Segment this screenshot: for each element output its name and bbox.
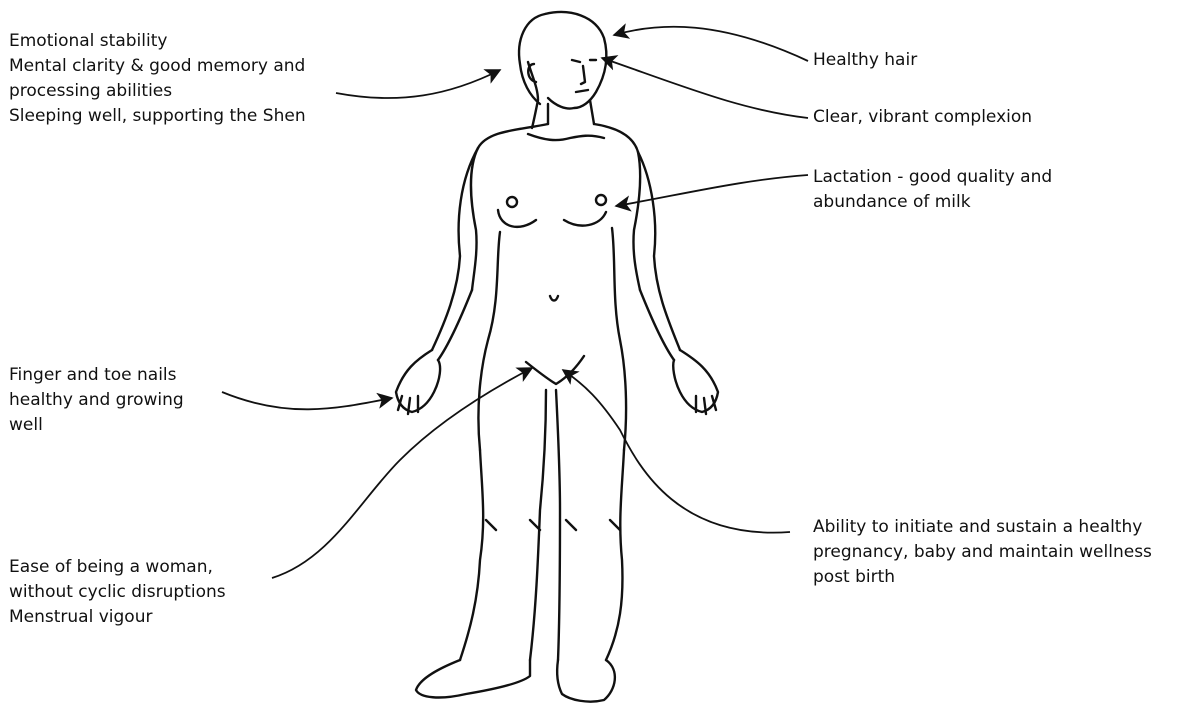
figure-breasts (498, 210, 606, 227)
label-nails-line-1: Finger and toe nails (9, 363, 184, 388)
figure-braid (528, 62, 538, 128)
figure-nipple-right (596, 195, 606, 205)
figure-hand-left (396, 350, 440, 414)
figure-waist-right (612, 228, 626, 450)
figure-nipple-left (507, 197, 517, 207)
figure-waist-left (478, 232, 500, 450)
label-emotional-line-3: processing abilities (9, 79, 306, 104)
label-nails-line-2: healthy and growing (9, 388, 184, 413)
human-figure (396, 12, 718, 702)
label-woman: Ease of being a woman, without cyclic di… (9, 555, 226, 630)
figure-face (572, 60, 596, 92)
label-emotional-line-4: Sleeping well, supporting the Shen (9, 104, 306, 129)
label-pregnancy-line-1: Ability to initiate and sustain a health… (813, 515, 1152, 540)
arrow-nails (222, 392, 392, 409)
label-pregnancy-line-3: post birth (813, 565, 1152, 590)
figure-hand-right (673, 350, 718, 414)
label-woman-line-1: Ease of being a woman, (9, 555, 226, 580)
label-complexion: Clear, vibrant complexion (813, 105, 1032, 130)
figure-foot-left (416, 660, 530, 697)
arrow-complexion (602, 58, 808, 118)
arrow-hair (614, 27, 808, 61)
arrow-pregnancy (563, 370, 790, 533)
arrows (222, 27, 808, 578)
label-lactation-line-1: Lactation - good quality and (813, 165, 1052, 190)
arrow-emotional (336, 70, 500, 98)
figure-navel (550, 296, 558, 301)
figure-arm-right (638, 152, 680, 360)
label-woman-line-3: Menstrual vigour (9, 605, 226, 630)
label-emotional: Emotional stability Mental clarity & goo… (9, 29, 306, 129)
label-lactation: Lactation - good quality and abundance o… (813, 165, 1052, 215)
figure-torso-right (594, 124, 640, 290)
label-emotional-line-1: Emotional stability (9, 29, 306, 54)
label-lactation-line-2: abundance of milk (813, 190, 1052, 215)
label-emotional-line-2: Mental clarity & good memory and (9, 54, 306, 79)
figure-knees (486, 520, 620, 530)
label-woman-line-2: without cyclic disruptions (9, 580, 226, 605)
label-nails: Finger and toe nails healthy and growing… (9, 363, 184, 438)
label-pregnancy-line-2: pregnancy, baby and maintain wellness (813, 540, 1152, 565)
label-pregnancy: Ability to initiate and sustain a health… (813, 515, 1152, 590)
label-complexion-line-1: Clear, vibrant complexion (813, 105, 1032, 130)
label-nails-line-3: well (9, 413, 184, 438)
label-hair-line-1: Healthy hair (813, 48, 917, 73)
figure-leg-left (460, 390, 546, 660)
arrow-lactation (616, 175, 808, 206)
label-hair: Healthy hair (813, 48, 917, 73)
figure-collar (528, 134, 604, 140)
figure-foot-right (557, 660, 615, 702)
